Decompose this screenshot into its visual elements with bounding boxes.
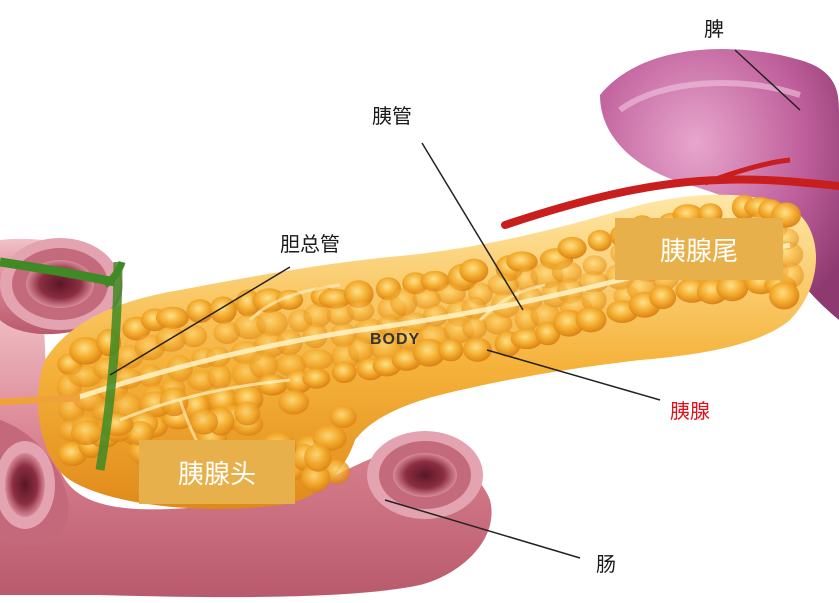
splenic-artery-branch	[704, 157, 791, 186]
label-pancreatic-duct: 胰管	[372, 104, 412, 128]
pancreas-lobule	[587, 229, 612, 252]
leader-bile-duct	[109, 266, 291, 376]
leader-pancreatic-duct	[421, 142, 524, 311]
leader-spleen	[734, 49, 801, 111]
pancreas-lobule	[189, 409, 218, 435]
box-pancreas-head: 胰腺头	[139, 440, 295, 504]
body-label: BODY	[370, 331, 421, 348]
pancreas-lobule	[155, 306, 189, 329]
pancreas-lobule	[463, 337, 492, 362]
pancreas-lobule	[331, 361, 357, 384]
intestine-lumen-left	[0, 441, 55, 529]
pancreas-lobule	[209, 296, 237, 324]
pancreas-lobule	[256, 310, 288, 337]
pancreas-lobule	[412, 288, 442, 309]
pancreas-lobule	[530, 303, 561, 329]
pancreas-lobule	[303, 303, 332, 328]
pancreas-lobule	[304, 443, 332, 472]
pancreas-lobule	[329, 405, 357, 428]
label-pancreas: 胰腺	[670, 399, 710, 423]
pancreas-lobule	[557, 236, 587, 259]
pancreas-lobule	[207, 364, 232, 390]
duct-left	[0, 394, 81, 406]
pancreas-lobule	[575, 306, 607, 333]
leader-lines	[109, 49, 801, 559]
common-bile-duct	[0, 257, 126, 471]
pancreas-lobule	[302, 368, 331, 389]
pancreas-lobule	[256, 374, 288, 396]
pancreas-lobule	[438, 338, 464, 362]
pancreas-lobule	[390, 288, 418, 317]
pancreas-lobule	[343, 280, 374, 308]
pancreas-lobule	[716, 274, 749, 302]
intestine-lumen-right	[367, 431, 483, 519]
pancreas-lobule	[252, 288, 287, 313]
leader-intestine	[384, 499, 581, 559]
pancreas-lobule	[69, 337, 103, 365]
pancreas-lobule	[510, 328, 543, 350]
pancreas-lobule	[484, 312, 513, 335]
pancreas-lobule	[234, 401, 261, 426]
pancreas-lobule	[318, 288, 352, 309]
pancreas-lobule	[249, 351, 278, 380]
pancreas-lobule	[186, 299, 214, 324]
pancreas-lobule	[435, 283, 466, 305]
pancreas-lobule	[506, 251, 538, 272]
pancreas-lobule	[581, 288, 607, 313]
label-common-bile-duct: 胆总管	[280, 232, 340, 256]
pancreas-lobule	[348, 337, 374, 363]
pancreas-lobule	[768, 281, 800, 310]
pancreas-lobule	[551, 261, 583, 284]
pancreas-lobule	[347, 300, 375, 322]
label-spleen: 脾	[704, 17, 724, 41]
pancreas-lobule	[126, 421, 155, 446]
pancreas-lobule	[180, 324, 208, 348]
pancreas-lobule	[649, 285, 677, 310]
pancreas-lobule	[582, 255, 607, 276]
pancreas-lobule	[300, 464, 331, 493]
label-intestine: 肠	[596, 552, 616, 576]
pancreas-lobule	[412, 338, 446, 367]
pancreas-lobule	[459, 258, 489, 283]
pancreas	[38, 194, 817, 509]
pancreas-lobule	[300, 349, 334, 370]
pancreas-lobule	[70, 420, 103, 446]
pancreas-lobule	[278, 390, 310, 415]
box-pancreas-tail: 胰腺尾	[615, 218, 783, 280]
leader-pancreas	[486, 349, 661, 401]
pancreas-lobule	[462, 316, 488, 340]
